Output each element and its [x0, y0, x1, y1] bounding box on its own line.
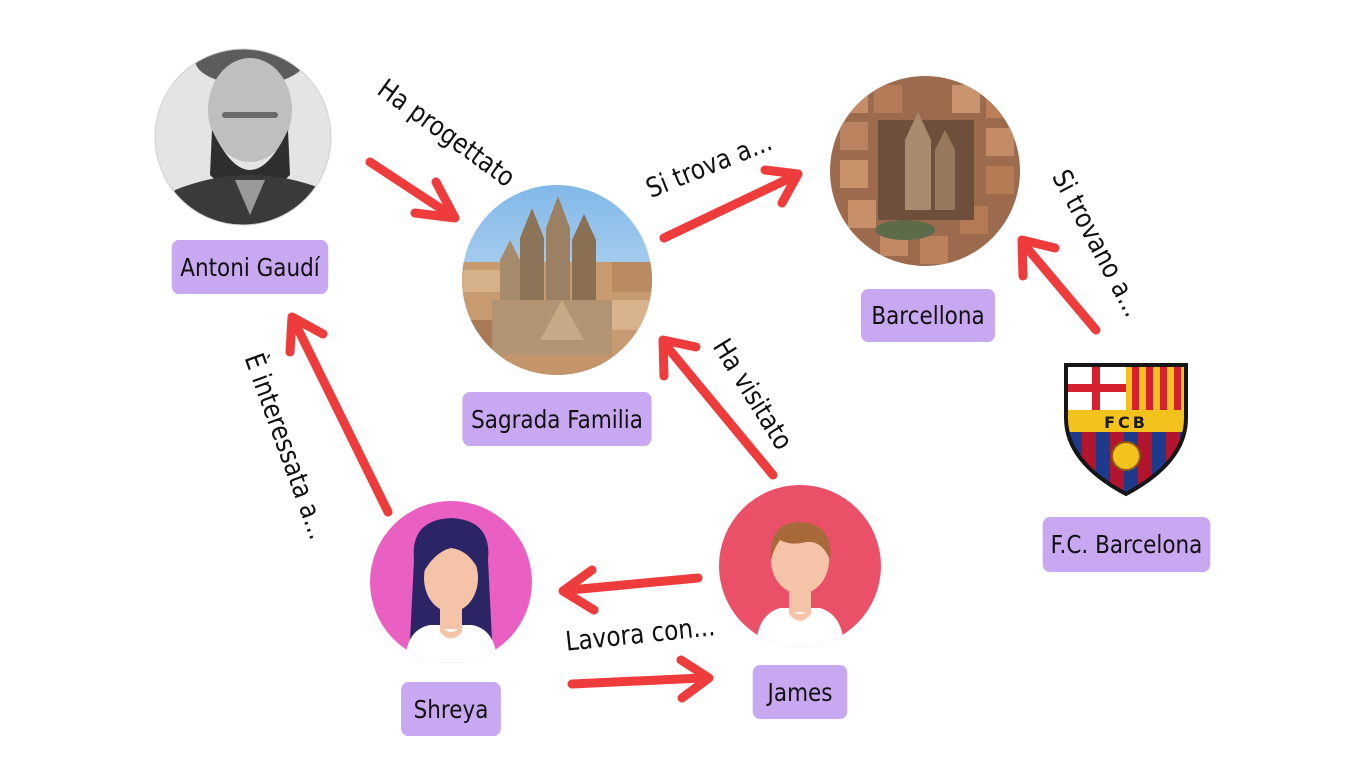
relation-arrows [285, 157, 1101, 703]
fc-barcelona-crest: FCB [1064, 363, 1188, 497]
arrow-interested [285, 312, 393, 517]
arrow-designed [365, 157, 460, 223]
james-avatar [719, 485, 881, 647]
arrow-works-with-to-shreya [558, 565, 703, 615]
node-label-barcelona: Barcellona [860, 289, 996, 342]
crest-text: FCB [1104, 413, 1148, 432]
node-label-fcb: F.C. Barcelona [1042, 517, 1211, 572]
arrow-located [659, 165, 803, 243]
arrow-located-plural [1017, 235, 1101, 335]
sagrada-familia-photo [462, 185, 652, 375]
node-label-james: James [752, 665, 848, 719]
arrow-visited [658, 335, 778, 480]
node-label-sagrada: Sagrada Familia [462, 392, 652, 446]
node-label-shreya: Shreya [401, 682, 501, 736]
barcelona-aerial-photo [830, 76, 1020, 266]
gaudi-portrait [155, 49, 331, 225]
shreya-avatar [370, 501, 532, 663]
node-label-gaudi: Antoni Gaudí [171, 240, 329, 294]
arrow-works-with-to-james [567, 655, 714, 703]
